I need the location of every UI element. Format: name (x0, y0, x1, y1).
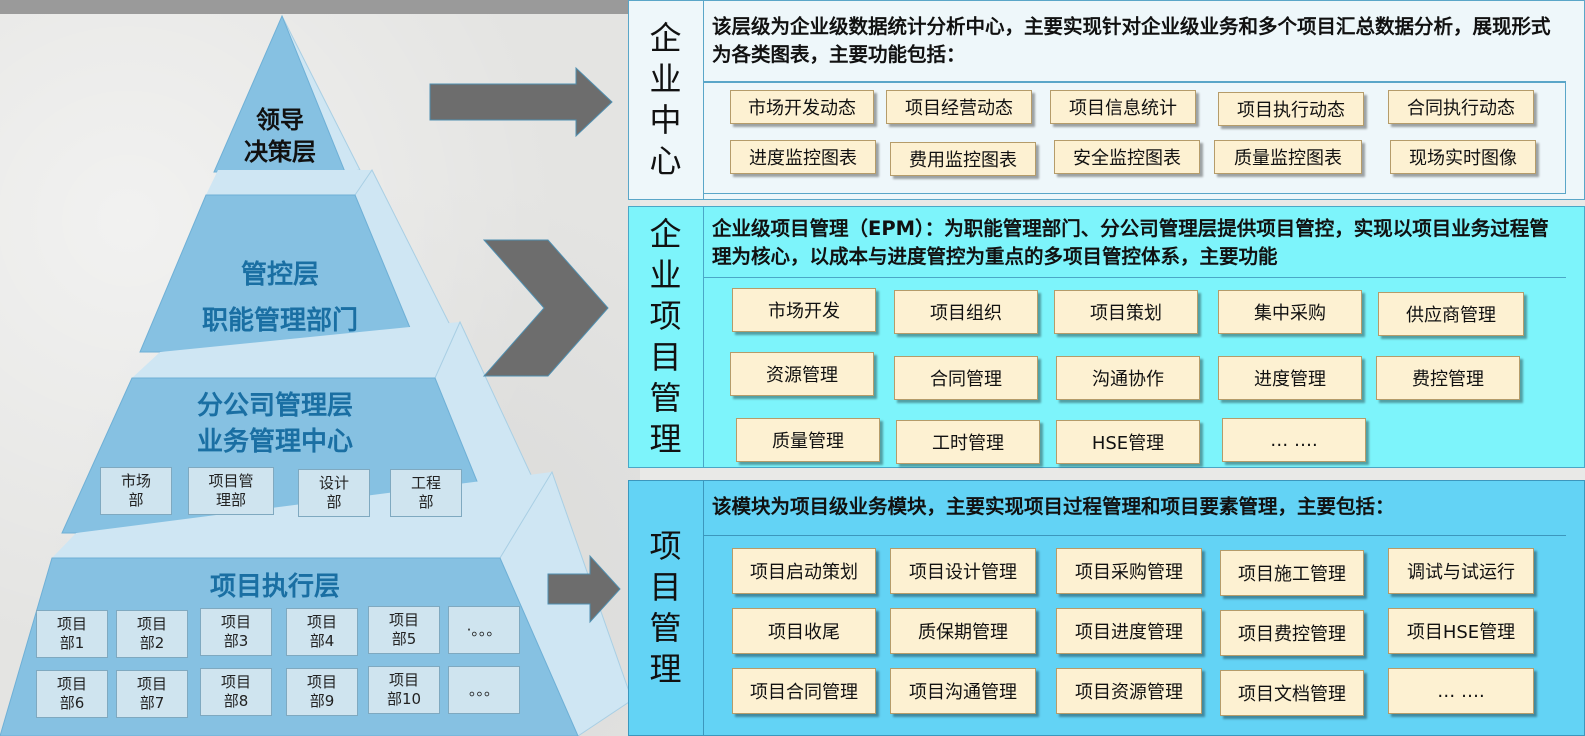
ec-item-schedule-chart: 进度监控图表 (730, 140, 876, 174)
project-dept-box: 项目 部10 (368, 666, 440, 714)
project-mgmt-label: 项 目 管 理 (628, 480, 704, 736)
tier2-top (206, 170, 372, 195)
dept-box-market: 市场 部 (100, 467, 172, 515)
pm-item-more: … …. (1388, 668, 1534, 714)
epm-item-quality: 质量管理 (736, 418, 880, 462)
project-dept-box: 项目 部9 (286, 668, 358, 716)
project-dept-box: 项目 部1 (36, 610, 108, 658)
epm-description: 企业级项目管理（EPM）：为职能管理部门、分公司管理层提供项目管控，实现以项目业… (704, 212, 1566, 278)
label-char: 理 (649, 420, 682, 458)
ec-item-operation-dynamics: 项目经营动态 (886, 90, 1032, 124)
pm-item-cost: 项目费控管理 (1220, 610, 1364, 656)
project-mgmt-description: 该模块为项目级业务模块，主要实现项目过程管理和项目要素管理，主要包括： (704, 490, 1566, 536)
ec-item-safety-chart: 安全监控图表 (1054, 140, 1200, 174)
project-dept-box: 项目 部6 (36, 670, 108, 718)
label-char: 业 (649, 60, 682, 98)
ec-item-execution-dynamics: 项目执行动态 (1218, 92, 1364, 126)
branch-title: 分公司管理层 业务管理中心 (160, 388, 390, 460)
epm-item-resource: 资源管理 (730, 352, 874, 396)
label-char: 管 (649, 379, 682, 417)
epm-item-schedule: 进度管理 (1218, 356, 1362, 400)
ec-item-cost-chart: 费用监控图表 (890, 142, 1036, 176)
epm-item-contract: 合同管理 (894, 356, 1038, 400)
label-char: 心 (649, 142, 682, 180)
project-dept-box: 项目 部3 (200, 608, 272, 656)
dept-box-pm: 项目管 理部 (188, 467, 274, 515)
ec-item-market-dynamics: 市场开发动态 (730, 90, 874, 124)
label-char: 项 (649, 527, 682, 565)
project-dept-box: 项目 部7 (116, 670, 188, 718)
pm-item-document: 项目文档管理 (1220, 670, 1364, 716)
project-dept-box: 项目 部5 (368, 606, 440, 654)
label-char: 目 (649, 568, 682, 606)
pm-item-design: 项目设计管理 (890, 548, 1036, 594)
project-dept-ellipsis-box: 。。。 (448, 666, 520, 714)
pm-item-communication: 项目沟通管理 (890, 668, 1036, 714)
arrow-right-icon (547, 554, 621, 624)
branch-line2: 业务管理中心 (196, 427, 353, 457)
arrow-right-icon (429, 66, 613, 138)
dept-box-design: 设计 部 (298, 469, 370, 517)
ec-item-info-stats: 项目信息统计 (1050, 90, 1196, 124)
epm-label: 企 业 项 目 管 理 (628, 206, 704, 468)
epm-item-timesheet: 工时管理 (896, 420, 1040, 464)
pm-item-closeout: 项目收尾 (732, 608, 876, 654)
epm-item-market: 市场开发 (732, 288, 876, 332)
epm-item-cost: 费控管理 (1376, 356, 1520, 400)
epm-item-organization: 项目组织 (894, 290, 1038, 334)
epm-item-hse: HSE管理 (1056, 420, 1200, 464)
ec-item-contract-dynamics: 合同执行动态 (1388, 90, 1534, 124)
pm-item-warranty: 质保期管理 (890, 608, 1036, 654)
label-char: 企 (649, 19, 682, 57)
label-char: 项 (649, 297, 682, 335)
pm-item-startup: 项目启动策划 (732, 548, 876, 594)
label-char: 理 (649, 650, 682, 688)
pm-item-construction: 项目施工管理 (1220, 550, 1364, 596)
exec-title: 项目执行层 (209, 572, 340, 602)
label-char: 管 (649, 609, 682, 647)
pm-item-procurement: 项目采购管理 (1056, 548, 1202, 594)
pm-item-schedule: 项目进度管理 (1056, 608, 1202, 654)
epm-item-more: … …. (1222, 418, 1366, 462)
control-title: 管控层 职能管理部门 (180, 252, 380, 344)
label-char: 中 (649, 101, 682, 139)
project-dept-ellipsis-box: ·。。。 (448, 606, 520, 654)
enterprise-center-items-frame (704, 82, 1566, 194)
leader-line2: 决策层 (244, 138, 316, 166)
enterprise-center-description: 该层级为企业级数据统计分析中心，主要实现针对企业级业务和多个项目汇总数据分析，展… (704, 10, 1566, 82)
project-dept-box: 项目 部4 (286, 608, 358, 656)
label-char: 企 (649, 215, 682, 253)
epm-item-procurement: 集中采购 (1218, 290, 1362, 334)
branch-line1: 分公司管理层 (196, 391, 353, 421)
label-char: 业 (649, 256, 682, 294)
pm-item-commissioning: 调试与试运行 (1388, 548, 1534, 594)
epm-item-planning: 项目策划 (1054, 290, 1198, 334)
epm-item-communication: 沟通协作 (1056, 356, 1200, 400)
enterprise-center-label: 企 业 中 心 (628, 0, 704, 200)
ec-item-live-image: 现场实时图像 (1390, 140, 1536, 174)
pm-item-hse: 项目HSE管理 (1388, 608, 1534, 654)
tier3-top (132, 322, 460, 378)
leader-title: 领导 决策层 (220, 104, 340, 168)
pm-item-resource: 项目资源管理 (1056, 668, 1202, 714)
project-dept-box: 项目 部8 (200, 668, 272, 716)
control-line1: 管控层 (240, 260, 319, 290)
pm-item-contract: 项目合同管理 (732, 668, 876, 714)
control-line2: 职能管理部门 (201, 306, 358, 336)
dept-box-engineering: 工程 部 (390, 469, 462, 517)
ec-item-quality-chart: 质量监控图表 (1214, 140, 1362, 174)
top-strip (0, 0, 640, 14)
leader-line1: 领导 (256, 106, 304, 134)
chevron-right-icon (482, 239, 609, 377)
epm-item-supplier: 供应商管理 (1378, 292, 1524, 336)
project-dept-box: 项目 部2 (116, 610, 188, 658)
label-char: 目 (649, 338, 682, 376)
